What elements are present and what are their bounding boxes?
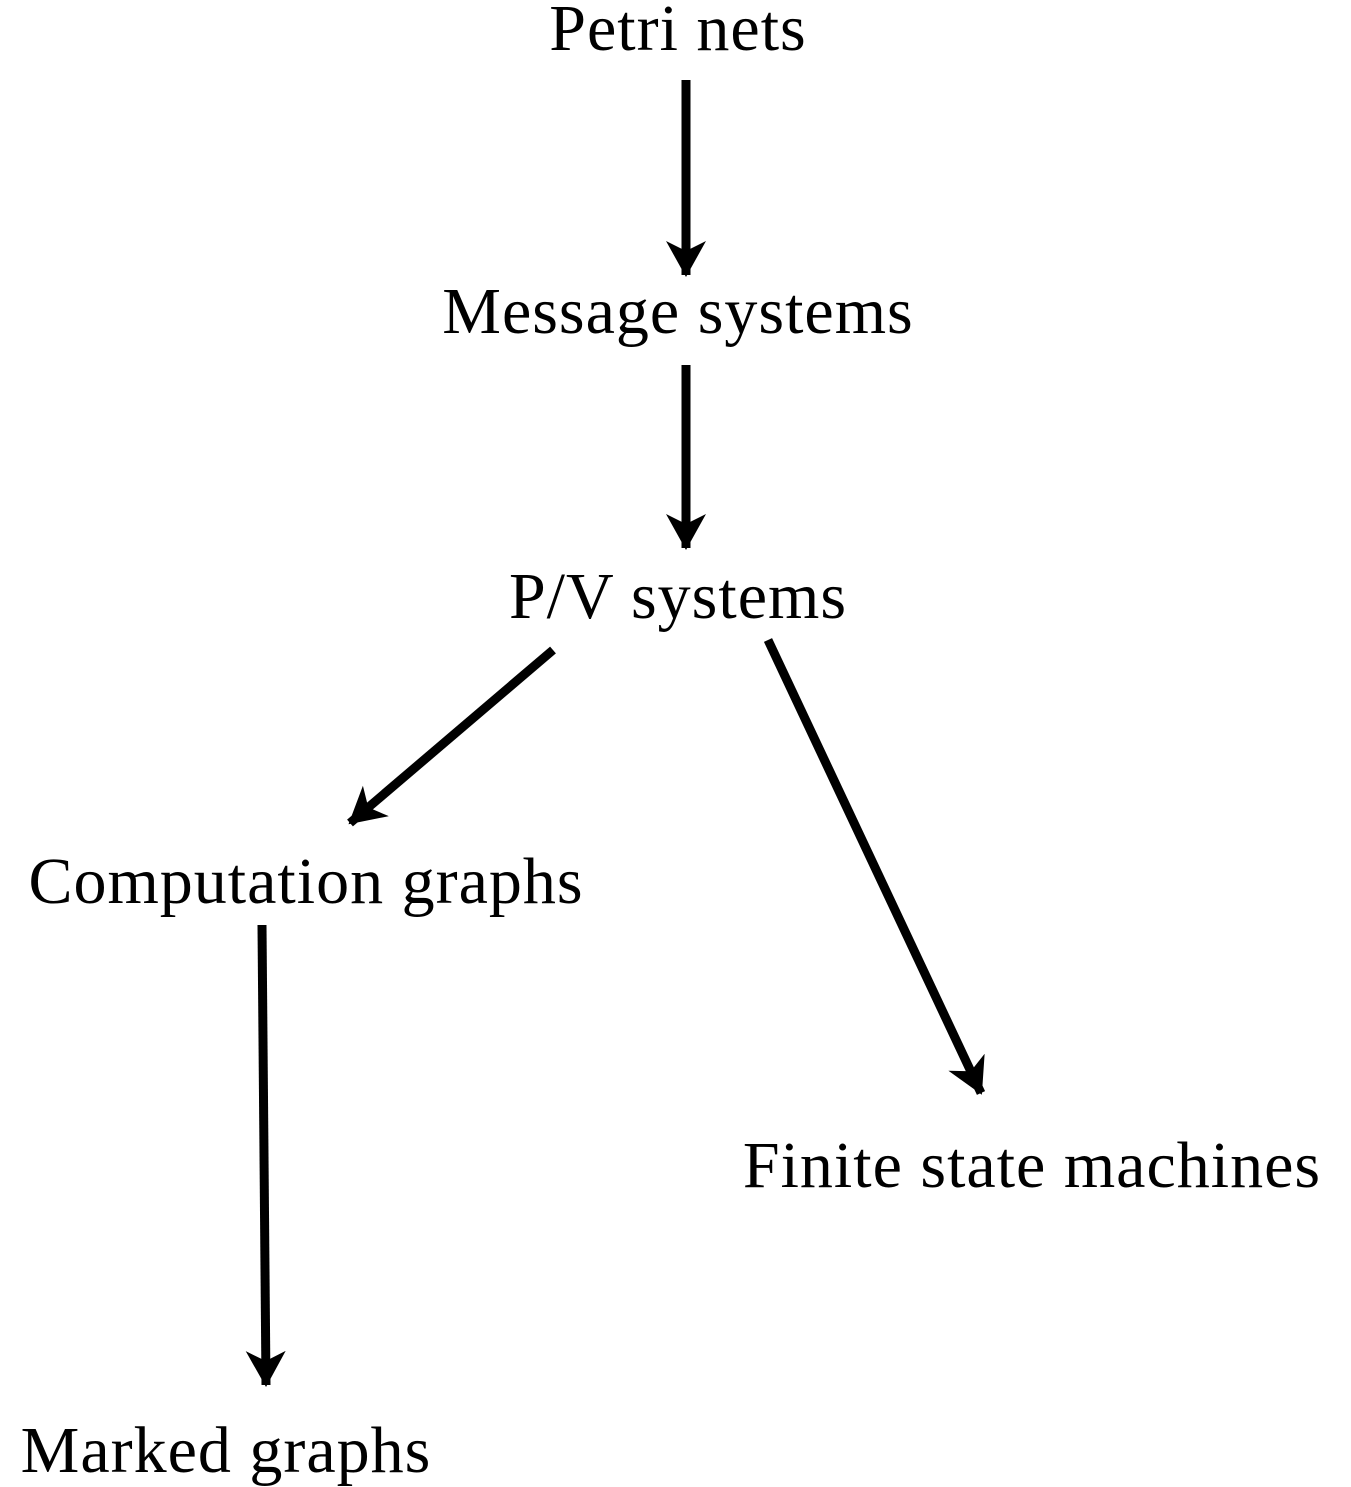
- node-marked-graphs: Marked graphs: [21, 1414, 432, 1487]
- node-finite-state-machines: Finite state machines: [743, 1129, 1321, 1202]
- arrow-computation-graphs-to-marked-graphs: [245, 924, 286, 1387]
- node-pv-systems: P/V systems: [509, 560, 847, 633]
- node-message-systems: Message systems: [442, 275, 913, 348]
- node-computation-graphs: Computation graphs: [28, 845, 583, 918]
- node-petri-nets: Petri nets: [549, 0, 806, 65]
- arrow-pv-systems-to-computation-graphs: [347, 646, 556, 827]
- arrow-pv-systems-to-finite-state-machines: [763, 638, 986, 1095]
